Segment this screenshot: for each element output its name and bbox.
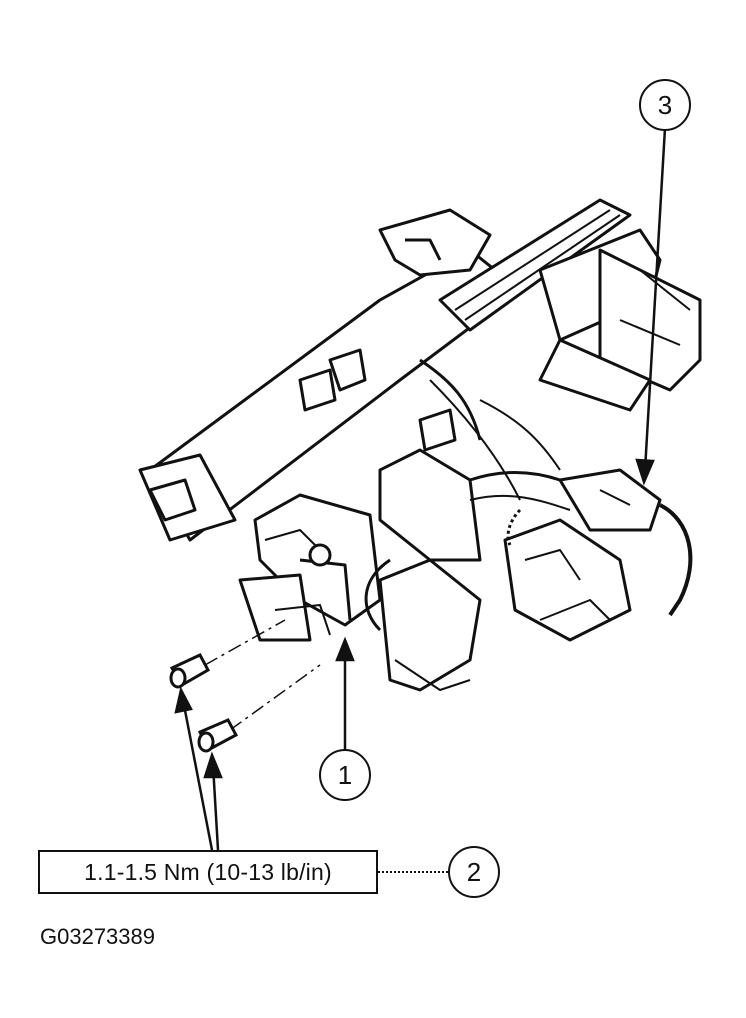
steering-column-illustration [138, 198, 702, 692]
callout-2: 2 [448, 846, 500, 898]
bolt-alignment-lines [204, 619, 321, 731]
callout-2-number: 2 [467, 857, 481, 887]
bolt-icon [169, 653, 211, 689]
callout-3: 3 [639, 79, 691, 131]
callout-1: 1 [319, 749, 371, 801]
torque-spec-box: 1.1-1.5 Nm (10-13 lb/in) [38, 850, 378, 894]
callout-1-number: 1 [338, 760, 352, 790]
figure-id: G03273389 [40, 924, 155, 949]
bolt-icon [197, 718, 239, 753]
torque-spec-label: 1.1-1.5 Nm (10-13 lb/in) [84, 858, 332, 885]
callout-3-number: 3 [658, 90, 672, 120]
arrow-icon [174, 127, 667, 851]
